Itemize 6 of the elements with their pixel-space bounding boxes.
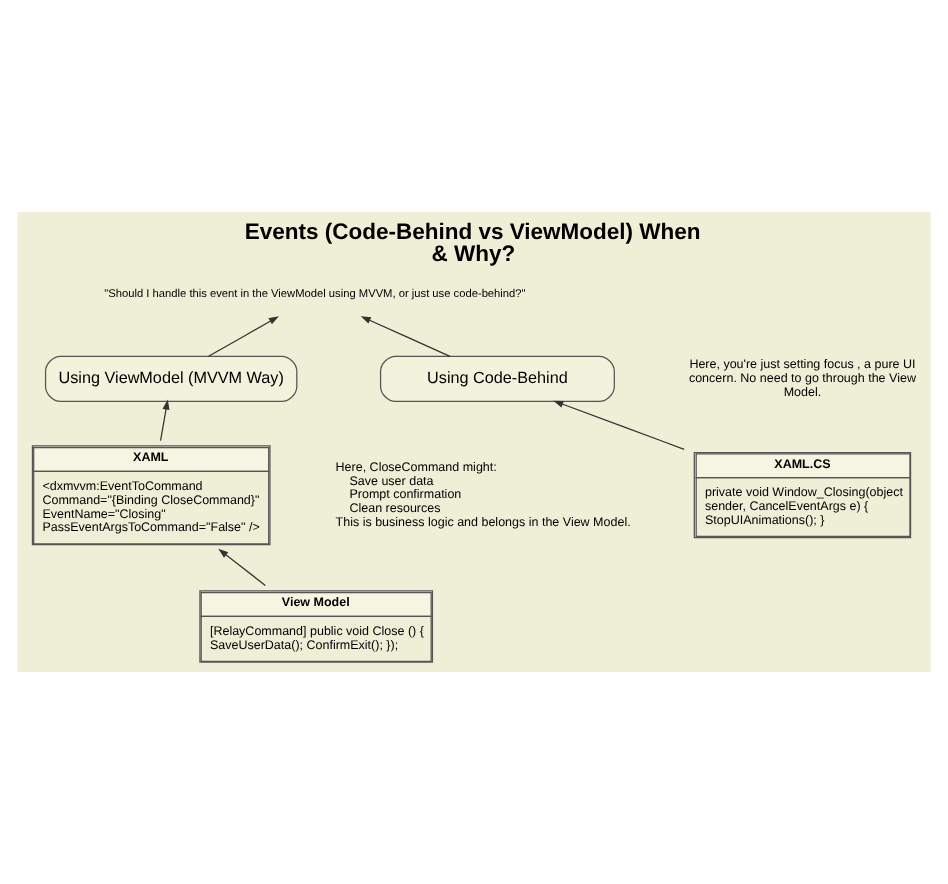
arrow — [553, 400, 685, 450]
diagram-title: Events (Code-Behind vs ViewModel) When & Why? — [244, 220, 701, 268]
arrow — [207, 316, 279, 357]
arrow — [159, 399, 170, 442]
arrow — [360, 316, 451, 357]
arrow — [218, 548, 266, 587]
